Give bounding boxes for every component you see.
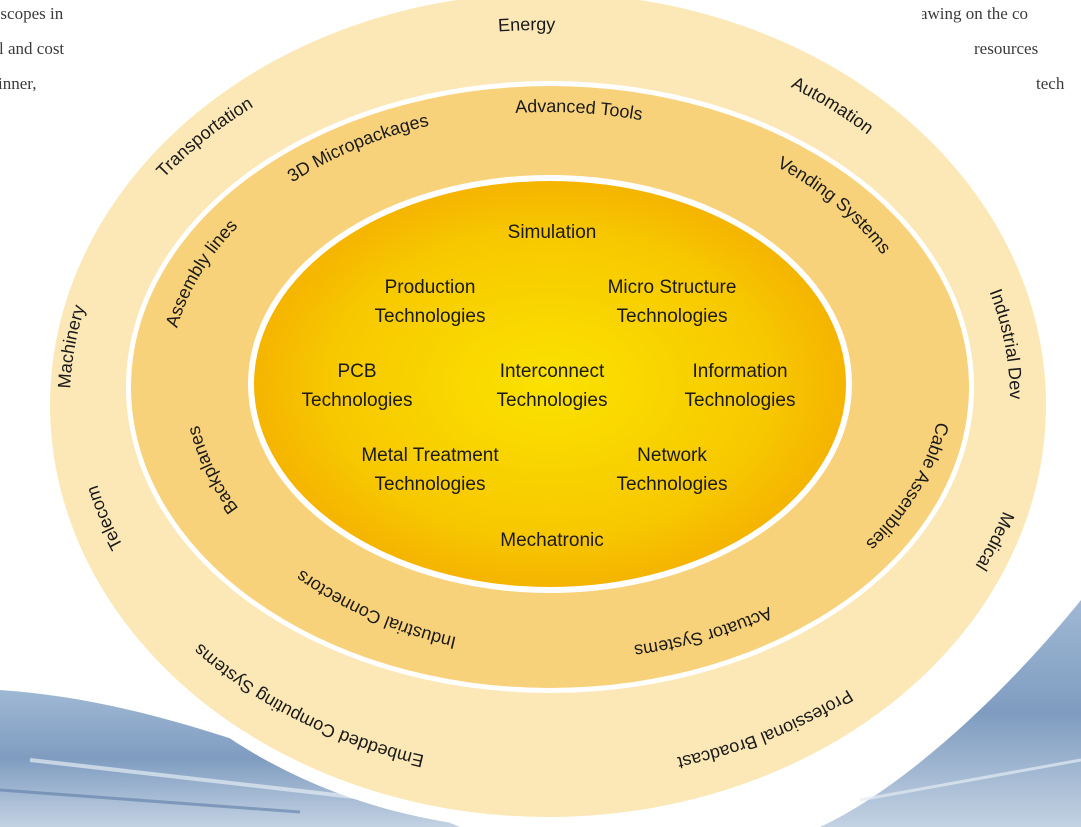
core-label-line: Technologies [302,390,413,411]
background-text-line: l and cost [0,39,65,58]
background-text-line: and task scopes in [0,4,64,23]
outer-label: Energy [497,14,555,35]
background-text-line: inner, [0,74,37,93]
core-ellipse [254,181,846,587]
core-label-line: Network [637,445,707,466]
background-text-line: Drawing on the co [922,4,1029,23]
core-label-line: Technologies [685,390,796,411]
background-text-left: and task scopes in l and cost inner, [0,0,160,101]
core-label-line: Technologies [375,306,486,327]
outer-label-energy: Energy [497,14,555,35]
core-label-line: Technologies [617,306,728,327]
core-label-line: Technologies [375,474,486,495]
background-text-line: tech [1036,74,1065,93]
background-text-line: resources [974,39,1039,58]
core-label-line: Interconnect [500,361,605,382]
core-label-mechatronic: Mechatronic [500,530,604,551]
core-label-line: Information [692,361,787,382]
core-label-line: Technologies [617,474,728,495]
core-label-pcb-technologies: PCB Technologies [302,361,413,411]
core-label-line: Technologies [497,390,608,411]
core-label-line: Micro Structure [608,277,737,298]
core-label-simulation: Simulation [508,222,597,243]
core-label-line: Production [385,277,476,298]
background-text-right: Drawing on the co resources tech [922,0,1081,101]
core-label-line: PCB [337,361,376,382]
core-label-line: Metal Treatment [361,445,499,466]
